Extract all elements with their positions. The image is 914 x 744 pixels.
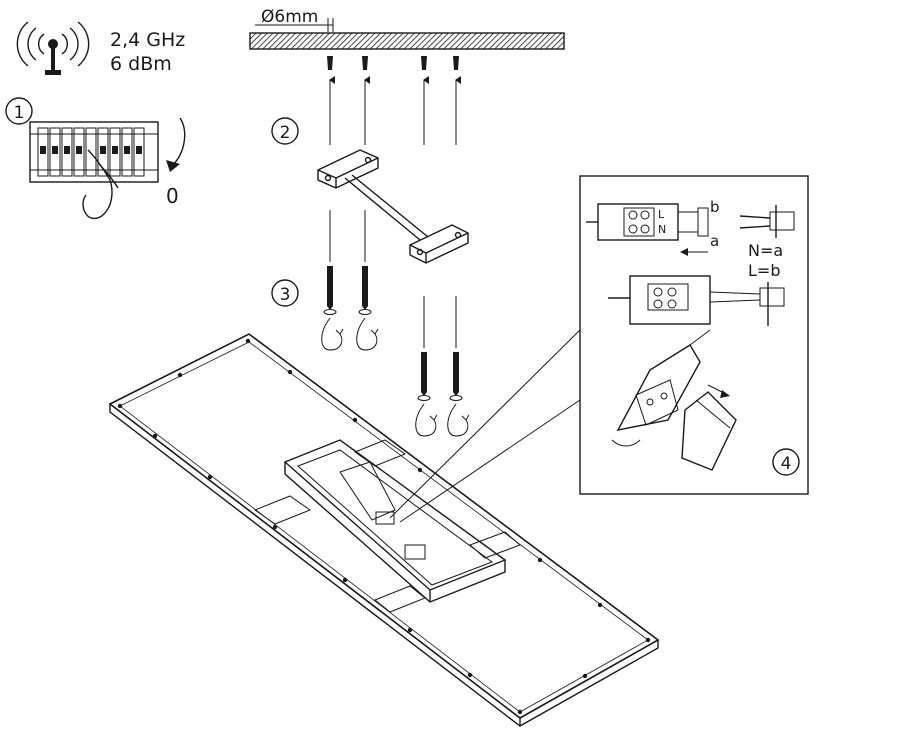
terminal-l-label: L — [658, 208, 665, 221]
mounting-bracket — [317, 149, 469, 264]
svg-text:2: 2 — [280, 123, 291, 143]
terminal-block-cover — [611, 329, 737, 471]
wall-plugs — [327, 56, 459, 70]
svg-text:4: 4 — [781, 454, 792, 474]
terminal-n-label: N — [658, 223, 666, 236]
wiring-detail-box — [579, 175, 809, 495]
terminal-block-open — [586, 203, 709, 241]
svg-text:1: 1 — [14, 103, 25, 123]
frequency-label: 2,4 GHz — [110, 29, 185, 51]
screws — [323, 210, 463, 401]
rule-l-label: L=b — [748, 261, 780, 280]
hand-icon — [82, 149, 119, 220]
rule-n-label: N=a — [748, 241, 783, 260]
step-4-badge: 4 — [772, 448, 800, 476]
insert-arrows — [329, 76, 461, 145]
rotate-screw-icons — [321, 317, 470, 437]
detail-leader-lines — [389, 329, 581, 523]
terminal-block-connected — [608, 275, 785, 326]
insert-direction-arrow — [680, 248, 708, 256]
driver-housing — [253, 439, 521, 613]
breaker-off-label: 0 — [166, 184, 179, 208]
wire-a-label: a — [710, 232, 719, 250]
mains-cable — [739, 205, 795, 238]
step-3-badge: 3 — [271, 279, 299, 307]
step-1-badge: 1 — [5, 97, 33, 125]
svg-text:3: 3 — [280, 285, 291, 305]
step-2-badge: 2 — [271, 117, 299, 145]
power-label: 6 dBm — [110, 53, 172, 75]
ceiling-surface — [249, 32, 565, 50]
wire-b-label: b — [710, 198, 720, 216]
diameter-indicator — [255, 18, 334, 32]
wireless-antenna-icon — [16, 21, 90, 75]
cover-direction-arrow — [707, 384, 730, 398]
drill-diameter-label: Ø6mm — [261, 7, 318, 27]
circuit-breaker-panel — [29, 121, 159, 183]
rotate-off-arrow-icon — [166, 117, 186, 172]
